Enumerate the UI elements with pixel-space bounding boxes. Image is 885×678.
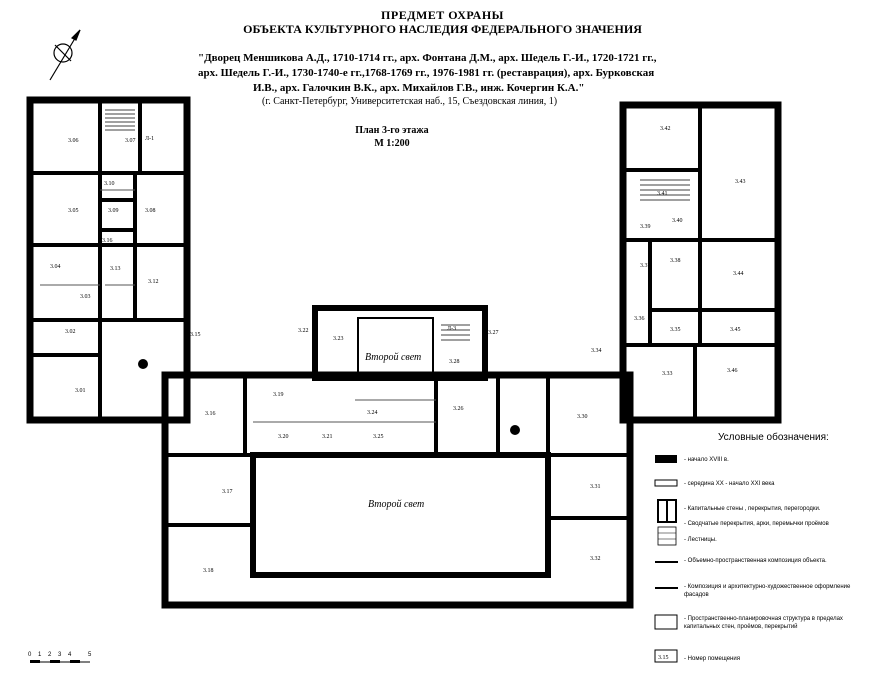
room-number: 3.45 xyxy=(730,327,741,333)
room-number: 3.32 xyxy=(590,556,601,562)
stair-label: Л-3 xyxy=(447,326,456,332)
central-block xyxy=(161,371,634,609)
citation-line-3: И.В., арх. Галочкин В.К., арх. Михайлов … xyxy=(253,82,585,94)
right-wing xyxy=(619,101,782,424)
plan-title-block: План 3-го этажа М 1:200 xyxy=(342,124,442,150)
room-number: 3.24 xyxy=(367,410,378,416)
room-number: 3.46 xyxy=(727,368,738,374)
document-subtitle: ОБЪЕКТА КУЛЬТУРНОГО НАСЛЕДИЯ ФЕДЕРАЛЬНОГ… xyxy=(243,22,642,36)
scale-tick: 2 xyxy=(48,652,52,658)
left-wing xyxy=(26,96,191,424)
room-number: 3.40 xyxy=(672,218,683,224)
room-number: 3.35 xyxy=(670,327,681,333)
scale-tick: 5 xyxy=(88,652,92,658)
legend-item: - Композиция и архитектурно-художественн… xyxy=(684,584,851,598)
scale-tick: 3 xyxy=(58,652,62,658)
legend-item: - начало XVIII в. xyxy=(684,457,729,463)
legend-item: - Капитальные стены , перекрытия, перего… xyxy=(684,506,821,512)
citation-line-2: арх. Шедель Г.-И., 1730-1740-е гг.,1768-… xyxy=(198,67,655,79)
room-number: 3.07 xyxy=(125,138,136,144)
scale-tick: 1 xyxy=(38,652,42,658)
room-number: 3.31 xyxy=(590,484,601,490)
room-number: 3.16 xyxy=(102,238,113,244)
scale-bar: 0 1 2 3 4 5 xyxy=(28,652,92,663)
room-number: 3.30 xyxy=(577,414,588,420)
plan-title: План 3-го этажа xyxy=(355,125,429,136)
scale-tick: 4 xyxy=(68,652,72,658)
room-number: 3.10 xyxy=(104,181,115,187)
court-block xyxy=(312,305,488,381)
room-number: 3.28 xyxy=(449,359,460,365)
room-number: 3.09 xyxy=(108,208,119,214)
room-number: 3.41 xyxy=(657,191,668,197)
room-number: 3.13 xyxy=(110,266,121,272)
stair-label: Л-1 xyxy=(145,136,154,142)
second-light-label: Второй свет xyxy=(368,499,424,510)
plan-scale: М 1:200 xyxy=(374,138,410,149)
room-number: 3.44 xyxy=(733,271,744,277)
room-number: 3.26 xyxy=(453,406,464,412)
room-number: 3.42 xyxy=(660,126,671,132)
document-title: ПРЕДМЕТ ОХРАНЫ xyxy=(381,8,504,22)
room-number: 3.23 xyxy=(333,336,344,342)
legend-item: - Сводчатые перекрытия, арки, перемычки … xyxy=(684,521,829,527)
room-number: 3.27 xyxy=(488,330,499,336)
address-line: (г. Санкт-Петербург, Университетская наб… xyxy=(262,96,558,107)
legend-item: - Номер помещения xyxy=(684,656,740,662)
room-number: 3.16 xyxy=(205,411,216,417)
legend-item: - середина XX - начало XXI века xyxy=(684,481,775,487)
second-light-label: Второй свет xyxy=(365,352,421,363)
room-number: 3.12 xyxy=(148,279,159,285)
room-number: 3.43 xyxy=(735,179,746,185)
room-number: 3.18 xyxy=(203,568,214,574)
legend-swatches: 3.15 xyxy=(654,455,678,663)
room-number: 3.33 xyxy=(662,371,673,377)
room-number: 3.39 xyxy=(640,224,651,230)
legend-item: - Лестницы. xyxy=(684,537,717,543)
room-number: 3.38 xyxy=(670,258,681,264)
room-number: 3.01 xyxy=(75,388,86,394)
room-number: 3.05 xyxy=(68,208,79,214)
room-number: 3.08 xyxy=(145,208,156,214)
legend-item: - Пространственно-планировочная структур… xyxy=(684,616,843,630)
room-number: 3.34 xyxy=(591,348,602,354)
room-number: 3.21 xyxy=(322,434,333,440)
room-number: 3.37 xyxy=(640,263,651,269)
room-number: 3.19 xyxy=(273,392,284,398)
room-number: 3.22 xyxy=(298,328,309,334)
room-number: 3.02 xyxy=(65,329,76,335)
legend-title: Условные обозначения: xyxy=(718,432,829,443)
room-number: 3.17 xyxy=(222,489,233,495)
room-number: 3.04 xyxy=(50,264,61,270)
room-number: 3.15 xyxy=(190,332,201,338)
legend-item: - Объемно-пространственная композиция об… xyxy=(684,558,827,564)
compass-rose-icon xyxy=(49,29,81,81)
room-number: 3.36 xyxy=(634,316,645,322)
room-labels: 3.06 3.07 3.10 3.08 3.09 3.05 3.16 3.04 … xyxy=(50,126,746,574)
room-number: 3.03 xyxy=(80,294,91,300)
room-number: 3.06 xyxy=(68,138,79,144)
legend-sample-number: 3.15 xyxy=(658,655,669,661)
scale-tick: 0 xyxy=(28,652,32,658)
citation-line-1: "Дворец Меншикова А.Д., 1710-1714 гг., а… xyxy=(198,52,657,64)
room-number: 3.25 xyxy=(373,434,384,440)
room-number: 3.20 xyxy=(278,434,289,440)
